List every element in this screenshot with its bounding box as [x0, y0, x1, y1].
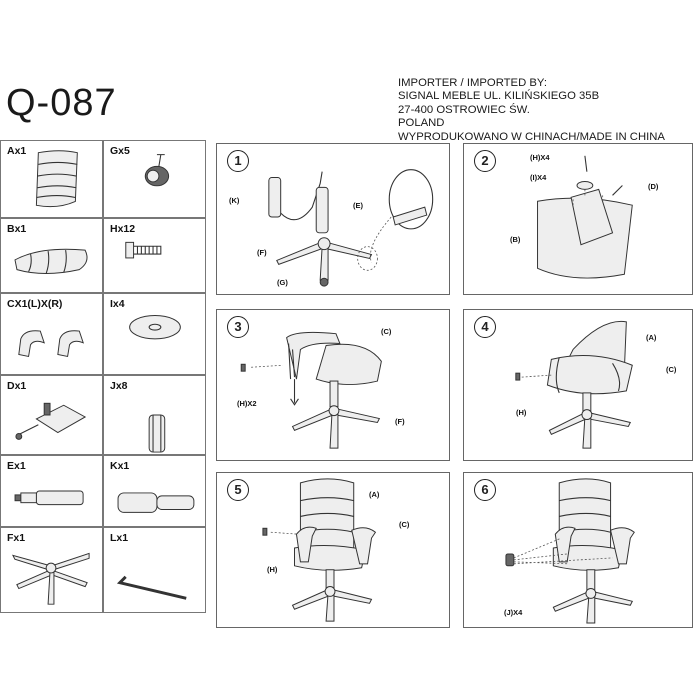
step-number: 2 — [474, 150, 496, 172]
step-4-illustration — [515, 320, 633, 449]
part-label: CX1(L)X(R) — [7, 298, 63, 310]
step-number: 3 — [227, 316, 249, 338]
step-number: 4 — [474, 316, 496, 338]
part-d-mechanism: Dx1 — [0, 375, 103, 455]
part-g-caster: Gx5 — [103, 140, 206, 218]
step-label: (J)X4 — [504, 608, 523, 617]
part-label: Lx1 — [110, 532, 129, 544]
part-label: Gx5 — [110, 145, 130, 157]
importer-line: WYPRODUKOWANO W CHINACH/MADE IN CHINA — [398, 130, 665, 143]
part-label: Kx1 — [110, 460, 130, 472]
part-label: Ex1 — [7, 460, 26, 472]
step-1: 1 (K) (E) (F) (G) — [216, 143, 450, 295]
seat-icon — [14, 248, 88, 274]
step-6: 6 (J)X4 — [463, 472, 693, 628]
step-label: (A) — [369, 490, 380, 499]
part-label: Fx1 — [7, 532, 26, 544]
step-number: 1 — [227, 150, 249, 172]
step-2-illustration — [537, 155, 633, 279]
step-4: 4 (A) (C) (H) — [463, 309, 693, 461]
hex-key-icon — [116, 575, 187, 600]
step-label: (K) — [229, 196, 240, 205]
part-i-washer: Ix4 — [103, 293, 206, 375]
step-label: (C) — [399, 520, 410, 529]
importer-line: 27-400 OSTROWIEC ŚW. — [398, 103, 530, 116]
base-icon — [11, 552, 90, 605]
part-label: Jx8 — [110, 380, 128, 392]
step-label: (H)X2 — [237, 399, 257, 408]
armrest-icon — [18, 330, 85, 358]
step-label: (A) — [646, 333, 657, 342]
gas-lift-icon — [14, 490, 84, 506]
part-k-cover: Kx1 — [103, 455, 206, 527]
caster-icon — [144, 154, 170, 187]
step-label: (F) — [257, 248, 267, 257]
part-b-seat: Bx1 — [0, 218, 103, 293]
importer-line: SIGNAL MEBLE UL. KILIŃSKIEGO 35B — [398, 90, 600, 103]
part-h-bolt: Hx12 — [103, 218, 206, 293]
step-label: (H)X4 — [530, 153, 550, 162]
part-f-base: Fx1 — [0, 527, 103, 613]
cover-icon — [117, 492, 195, 513]
washer-icon — [129, 314, 181, 340]
bolt-icon — [125, 241, 162, 259]
part-c-armrests: CX1(L)X(R) — [0, 293, 103, 375]
model-number: Q-087 — [6, 82, 117, 124]
step-label: (B) — [510, 235, 521, 244]
step-label: (C) — [666, 365, 677, 374]
step-3-illustration — [240, 331, 382, 449]
step-3: 3 (C) (H)X2 (F) — [216, 309, 450, 461]
part-label: Ax1 — [7, 145, 27, 157]
step-label: (H) — [267, 565, 278, 574]
step-5: 5 (A) (C) (H) — [216, 472, 450, 628]
part-e-gas-lift: Ex1 — [0, 455, 103, 527]
step-label: (C) — [381, 327, 392, 336]
importer-line: POLAND — [398, 117, 445, 130]
step-label: (F) — [395, 417, 405, 426]
step-5-illustration — [262, 478, 377, 622]
part-l-hex-key: Lx1 — [103, 527, 206, 613]
step-2: 2 (H)X4 (I)X4 (D) (B) — [463, 143, 693, 295]
part-a-backrest: Ax1 — [0, 140, 103, 218]
step-number: 6 — [474, 479, 496, 501]
sleeve-icon — [148, 414, 166, 453]
step-label: (D) — [648, 182, 659, 191]
mechanism-icon — [15, 402, 87, 440]
step-number: 5 — [227, 479, 249, 501]
parts-list: Ax1 Gx5 Bx1 Hx12 CX1(L)X(R) — [0, 140, 206, 680]
part-label: Ix4 — [110, 298, 125, 310]
part-label: Hx12 — [110, 223, 136, 235]
step-label: (E) — [353, 201, 363, 210]
backrest-icon — [35, 150, 78, 208]
part-label: Bx1 — [7, 223, 27, 235]
step-label: (I)X4 — [530, 173, 547, 182]
step-label: (H) — [516, 408, 527, 417]
step-1-illustration — [268, 169, 434, 287]
importer-line: IMPORTER / IMPORTED BY: — [398, 77, 547, 89]
part-label: Dx1 — [7, 380, 27, 392]
part-j-sleeve: Jx8 — [103, 375, 206, 455]
step-label: (G) — [277, 278, 288, 287]
importer-info: IMPORTER / IMPORTED BY: SIGNAL MEBLE UL.… — [398, 77, 665, 144]
step-6-illustration — [505, 478, 635, 624]
